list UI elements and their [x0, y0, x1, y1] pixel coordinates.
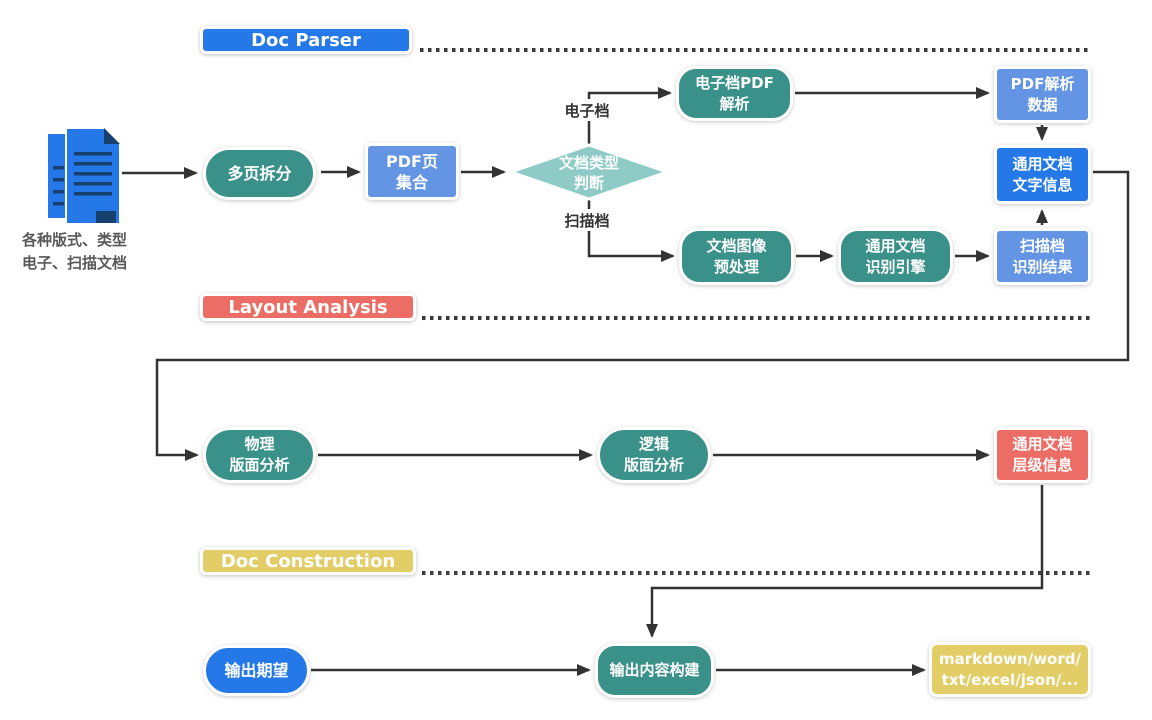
node-pdf-page-set: PDF页 集合: [365, 143, 459, 200]
node-general-ocr-engine: 通用文档 识别引擎: [838, 228, 953, 285]
node-pdf-parse-data: PDF解析 数据: [994, 66, 1091, 123]
node-output-formats: markdown/word/ txt/excel/json/...: [929, 642, 1091, 697]
source-documents-caption: 各种版式、类型 电子、扫描文档: [22, 231, 128, 272]
node-electronic-pdf-parse: 电子档PDF 解析: [676, 66, 793, 121]
node-output-content-build: 输出内容构建: [595, 643, 714, 698]
section-badge-doc-construction: Doc Construction: [200, 547, 416, 575]
section-badge-layout-analysis: Layout Analysis: [200, 293, 416, 321]
node-doc-image-preprocess: 文档图像 预处理: [679, 228, 794, 285]
node-doc-type-decision: 文档类型 判断: [558, 153, 619, 192]
node-scan-ocr-result: 扫描档 识别结果: [994, 228, 1091, 285]
decision-diamond-shape: [506, 143, 672, 201]
node-output-expectation: 输出期望: [203, 645, 310, 696]
branch-label-scanned: 扫描档: [556, 209, 618, 231]
node-general-text-info: 通用文档 文字信息: [994, 145, 1091, 204]
branch-label-electronic: 电子档: [558, 99, 616, 121]
arrow-textinfo-to-physical: [155, 170, 1130, 461]
arrow-hierarchy-to-build: [646, 485, 1044, 638]
node-physical-layout: 物理 版面分析: [203, 427, 316, 483]
source-documents-icon: [46, 126, 122, 226]
node-split-pages: 多页拆分: [203, 147, 316, 200]
arrow-decision-to-epdf: [587, 87, 672, 146]
node-logical-layout: 逻辑 版面分析: [597, 427, 711, 483]
node-general-hierarchy-info: 通用文档 层级信息: [994, 427, 1091, 483]
section-badge-doc-parser: Doc Parser: [200, 26, 412, 54]
